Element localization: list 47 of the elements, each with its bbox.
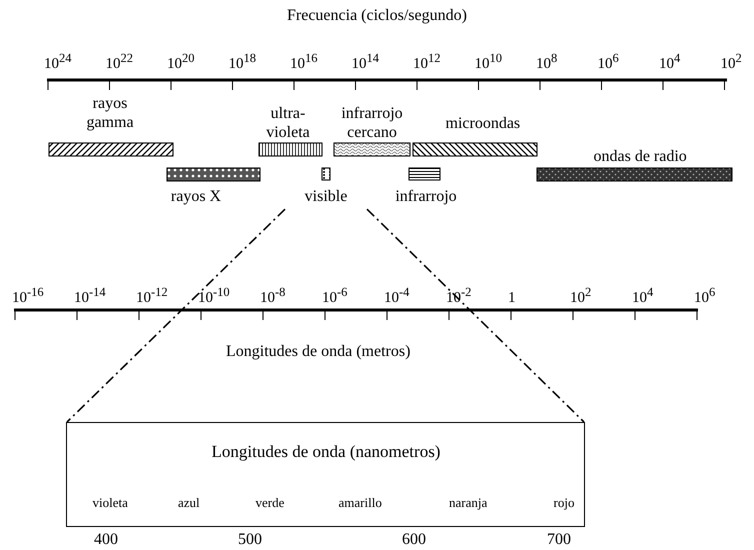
band-label: ondas de radio	[594, 147, 687, 166]
axis-title: Frecuencia (ciclos/segundo)	[287, 8, 467, 24]
tick-label: 10$^{4}$	[659, 52, 680, 72]
tick-label: 10$^{22}$	[106, 52, 133, 72]
color-name: azul	[178, 496, 200, 509]
band-label: infrarrojo	[394, 187, 458, 206]
band-label: rayos gamma	[85, 94, 135, 132]
tick-label: 10$^{-6}$	[322, 286, 348, 306]
tick-label: 10$^{12}$	[413, 52, 440, 72]
color-name: amarillo	[338, 496, 382, 509]
tick-label: 10$^{6}$	[598, 52, 619, 72]
band-label: visible	[304, 187, 348, 206]
dash-dot-line	[66, 208, 286, 423]
axis-title: Longitudes de onda (metros)	[226, 344, 410, 360]
tick-label: 10$^{-16}$	[12, 286, 44, 306]
color-name: naranja	[449, 496, 488, 509]
zoom-box	[66, 422, 585, 527]
dash-dot-line	[366, 208, 585, 423]
scale-value: 600	[402, 532, 426, 548]
scale-value: 700	[547, 532, 571, 548]
tick-label: 10$^{14}$	[352, 52, 379, 72]
box-title: Longitudes de onda (nanometros)	[212, 443, 440, 460]
tick-label: 10$^{2}$	[720, 52, 742, 72]
tick-label: 10$^{10}$	[474, 52, 502, 72]
tick-label: 10$^{-10}$	[198, 286, 230, 306]
band-label: infrarrojo cercano	[340, 104, 404, 142]
tick-label: 10$^{20}$	[167, 52, 194, 72]
tick-label: 10$^{-12}$	[136, 286, 168, 306]
tick-label: 10$^{-4}$	[384, 286, 410, 306]
tick-label: 10$^{-14}$	[74, 286, 106, 306]
tick-label: 10$^{-8}$	[260, 286, 286, 306]
color-name: violeta	[92, 496, 128, 509]
color-name: rojo	[554, 496, 574, 509]
band-label: rayos X	[170, 187, 222, 206]
tick-label: 10$^{18}$	[228, 52, 256, 72]
tick-label: 10$^{16}$	[290, 52, 318, 72]
scale-value: 500	[238, 532, 262, 548]
scale-value: 400	[94, 532, 118, 548]
band-label: microondas	[446, 114, 520, 134]
tick-label: 10$^{8}$	[536, 52, 558, 72]
color-name: verde	[256, 496, 284, 509]
tick-label: 1	[508, 291, 516, 306]
tick-label: 10$^{2}$	[570, 286, 592, 306]
tick-label: 10$^{24}$	[44, 52, 72, 72]
tick-label: 10$^{4}$	[632, 286, 654, 306]
band-label: ultra- violeta	[265, 104, 311, 142]
tick-label: 10$^{6}$	[694, 286, 716, 306]
